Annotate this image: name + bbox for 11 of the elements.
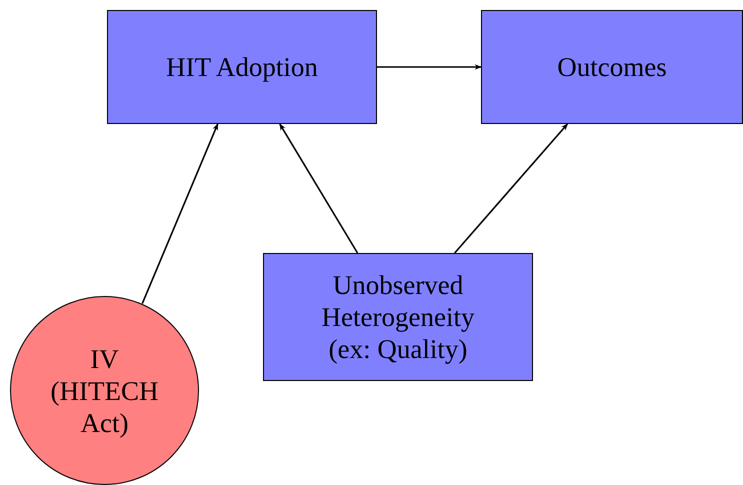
node-label: HIT Adoption bbox=[166, 51, 318, 83]
node-label: IV (HITECH Act) bbox=[50, 342, 160, 438]
arrow bbox=[454, 123, 568, 254]
node-label: Unobserved Heterogeneity (ex: Quality) bbox=[320, 269, 476, 365]
node-label: Outcomes bbox=[557, 51, 667, 83]
arrow bbox=[377, 64, 482, 70]
arrow bbox=[142, 123, 218, 304]
process-box bbox=[481, 10, 743, 124]
process-box bbox=[107, 10, 377, 124]
process-box bbox=[263, 253, 533, 381]
arrow bbox=[279, 123, 358, 254]
